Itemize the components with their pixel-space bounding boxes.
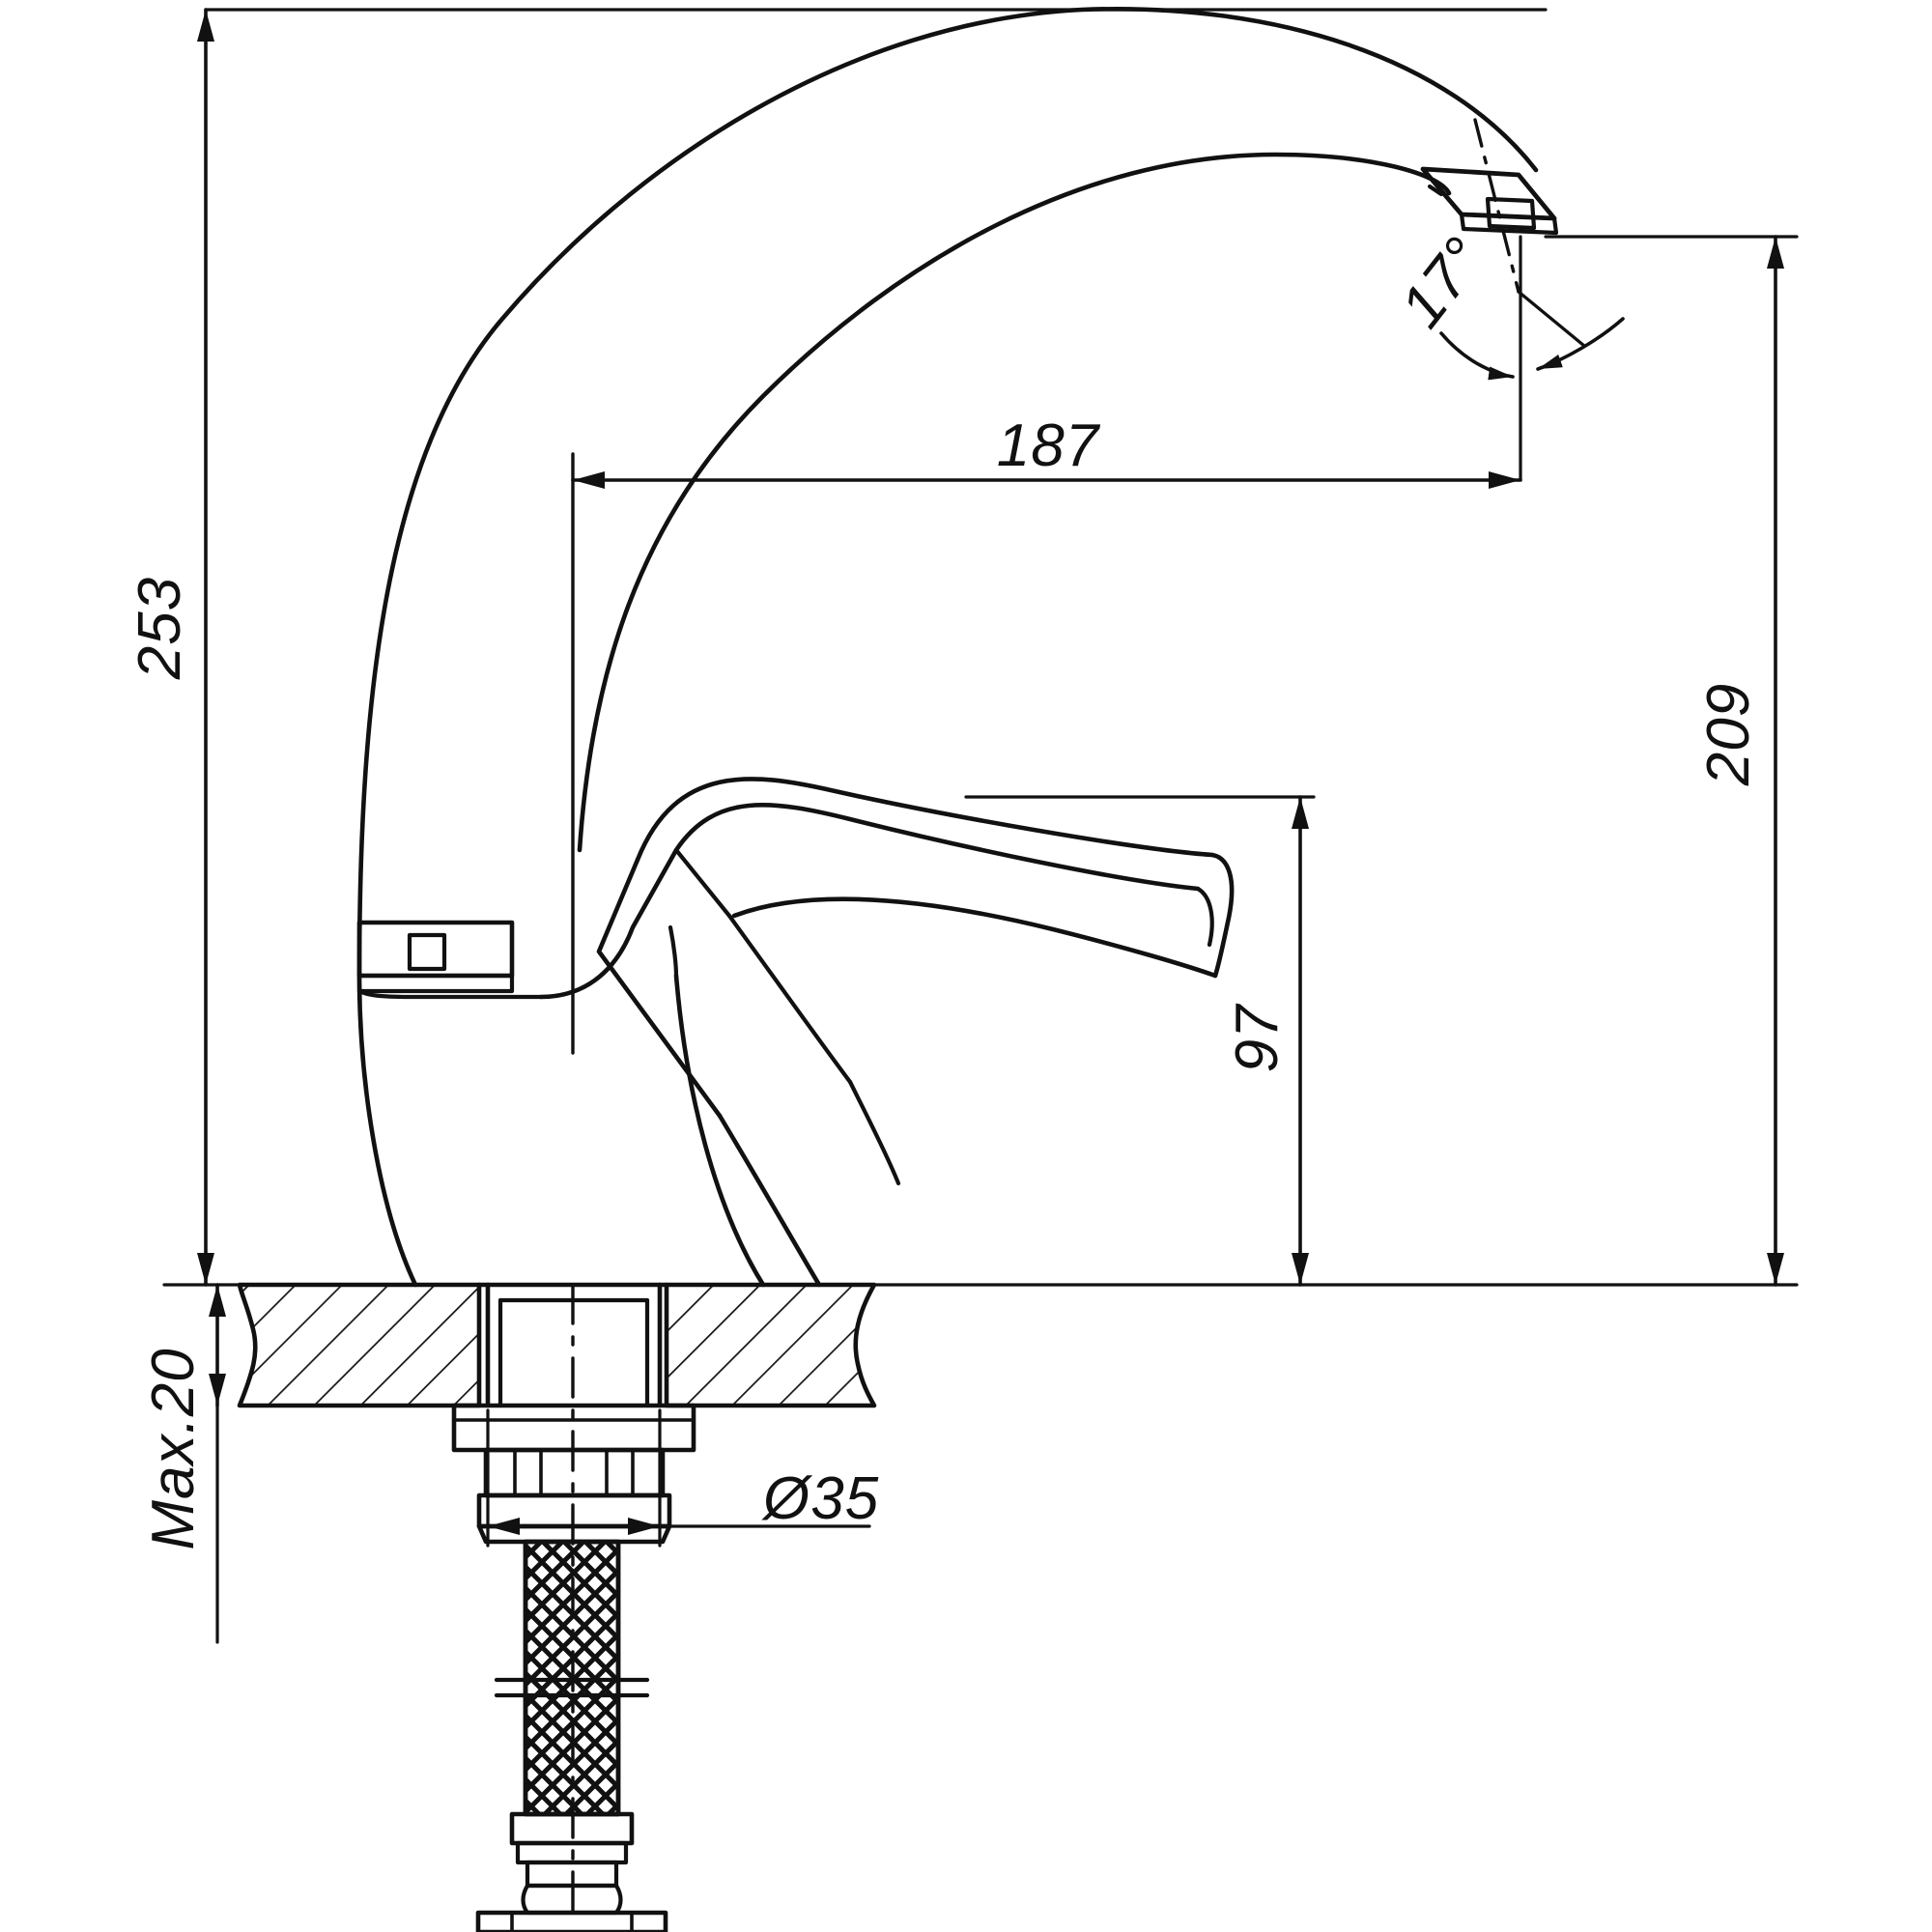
mounting-washer-plate <box>451 1403 696 1453</box>
lever-handle <box>596 777 1235 1288</box>
flexible-hose <box>494 1539 650 1817</box>
hose-end-fitting <box>509 1811 635 1916</box>
dimension-label-209: 209 <box>1695 683 1762 786</box>
spout-outer-arc <box>356 7 1539 979</box>
body-neck <box>538 847 679 1000</box>
dimension-labels: 253 187 209 97 17° Max.20 Ø35 <box>127 225 1762 1550</box>
countertop-hatching <box>240 1285 874 1406</box>
dimension-17deg-arcs <box>1439 290 1625 381</box>
spout-inner-arc <box>577 152 1452 853</box>
mounting-shank <box>476 1282 669 1408</box>
hose-coupling-nut <box>475 1910 668 1932</box>
dimension-label-max20: Max.20 <box>140 1348 207 1549</box>
dimension-209-line <box>872 235 1799 1287</box>
dimension-d35-line <box>486 1408 871 1548</box>
dimension-label-17deg: 17° <box>1388 225 1498 340</box>
dimension-label-97: 97 <box>1224 1003 1291 1072</box>
spout-outlet-head <box>1420 166 1559 236</box>
dimension-label-d35: Ø35 <box>761 1465 879 1532</box>
dimension-187-line <box>571 235 1522 489</box>
faucet-body <box>356 973 766 1288</box>
dimension-97-line <box>964 795 1316 1287</box>
dimension-label-187: 187 <box>997 412 1101 479</box>
cartridge-collar <box>356 920 544 1000</box>
dimension-label-253: 253 <box>127 577 193 680</box>
